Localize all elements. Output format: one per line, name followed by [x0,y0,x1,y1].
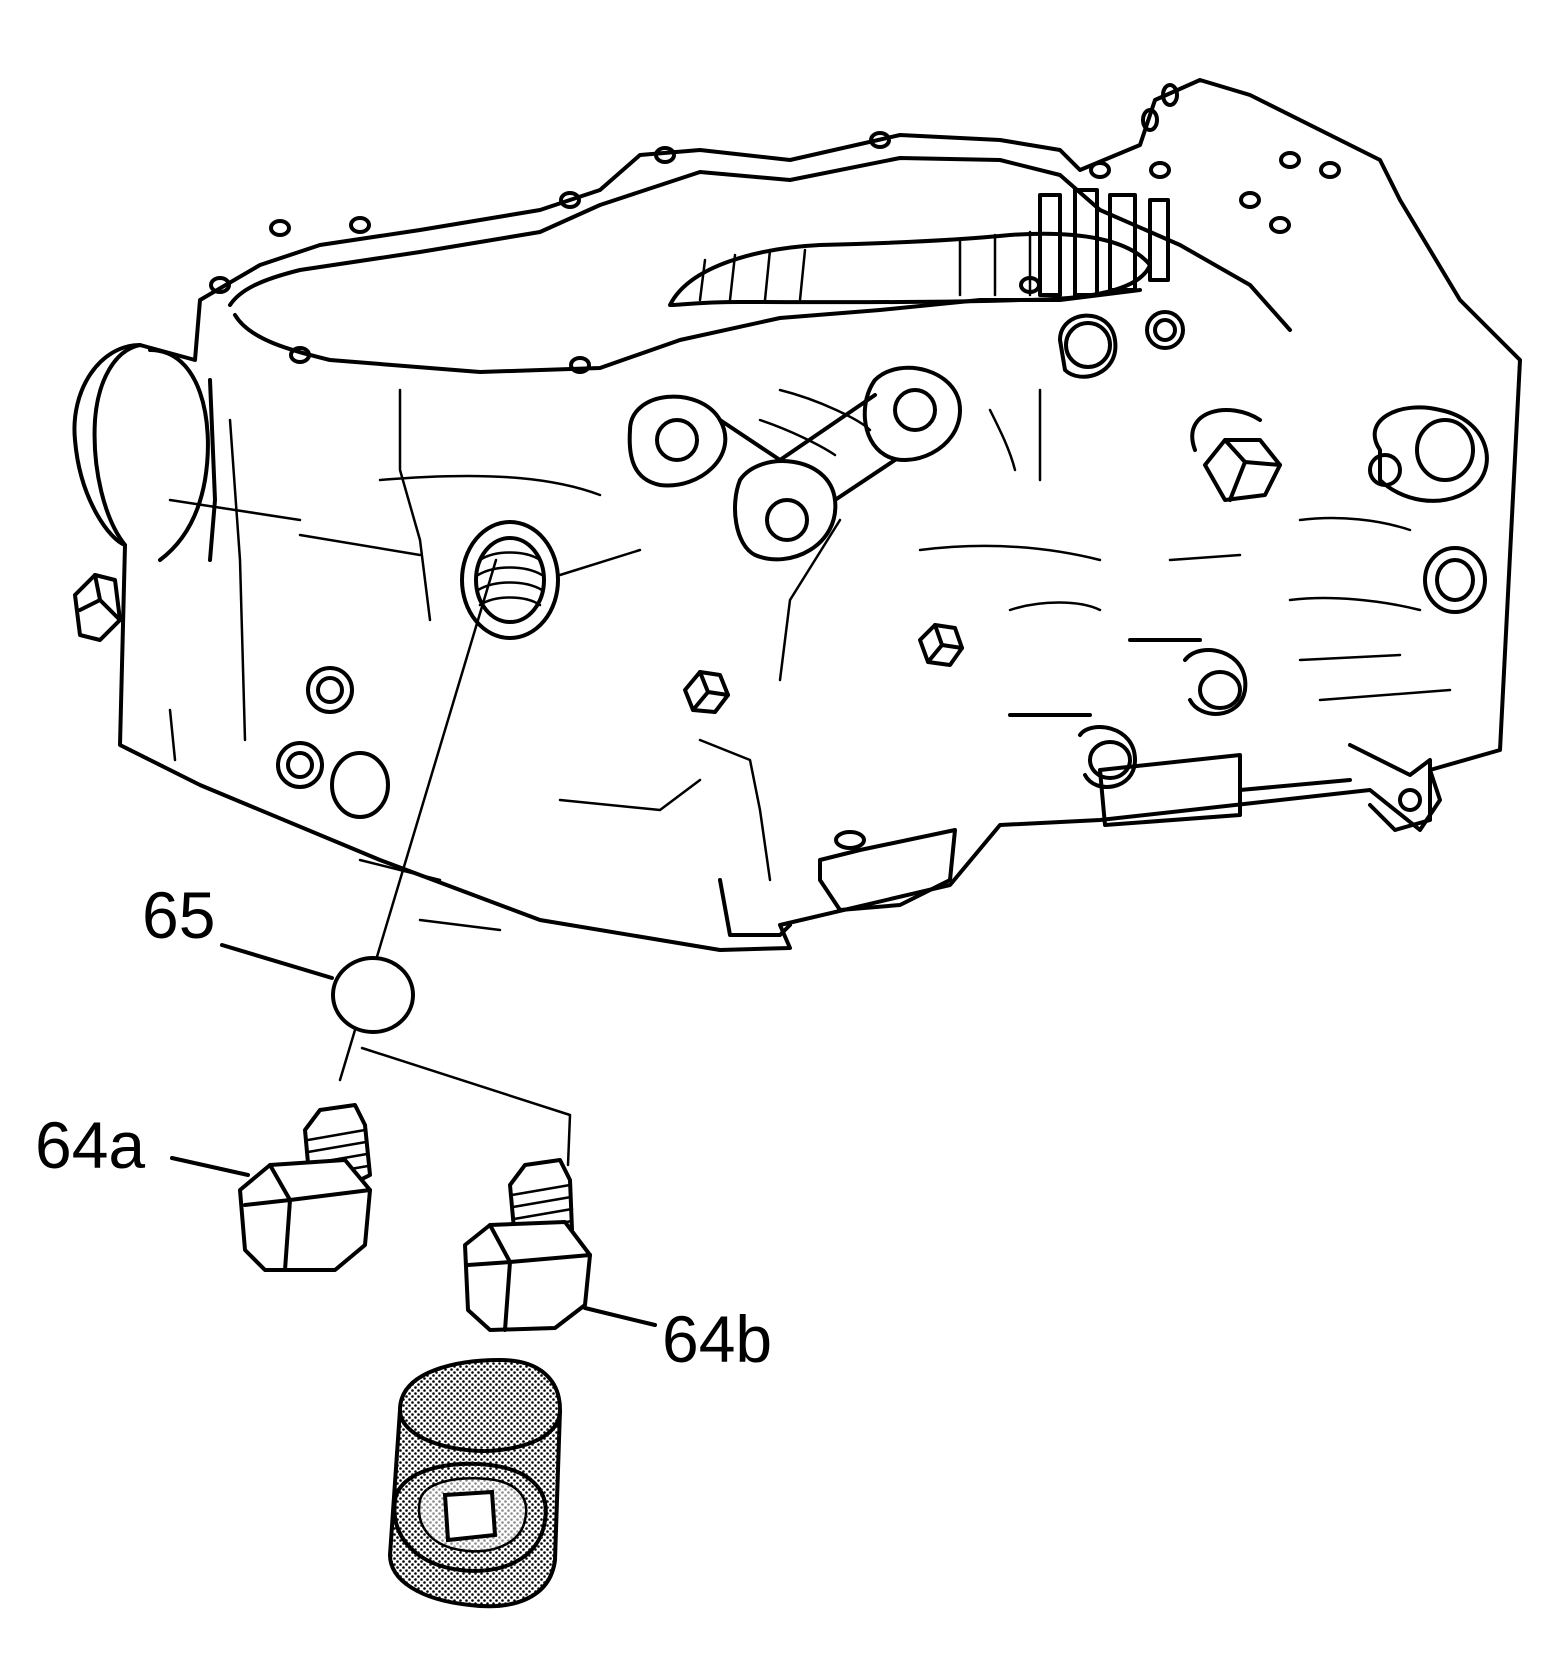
rim-bolt-holes [209,83,1341,374]
washer-icon [331,956,415,1034]
case-right-ports [1368,405,1489,614]
case-left-ports [276,666,390,819]
case-lower-bracket [718,743,1432,937]
filter-screen-icon [387,1357,563,1609]
callout-65: 65 [142,878,334,980]
label-64b: 64b [662,1302,772,1376]
side-bolt-left [73,573,122,642]
case-tubes [1008,638,1248,789]
case-small-bolts [683,623,964,714]
label-64a: 64a [35,1108,145,1182]
callout-64a: 64a [35,1108,250,1182]
drain-plug-icon [463,1158,592,1332]
transmission-case-icon [72,78,1522,952]
case-hex-plug [1190,408,1282,502]
drain-opening [460,520,560,640]
case-contours [168,388,1452,932]
callout-64b: 64b [583,1302,772,1376]
drain-plug-icon [238,1103,372,1272]
label-65: 65 [142,878,215,952]
